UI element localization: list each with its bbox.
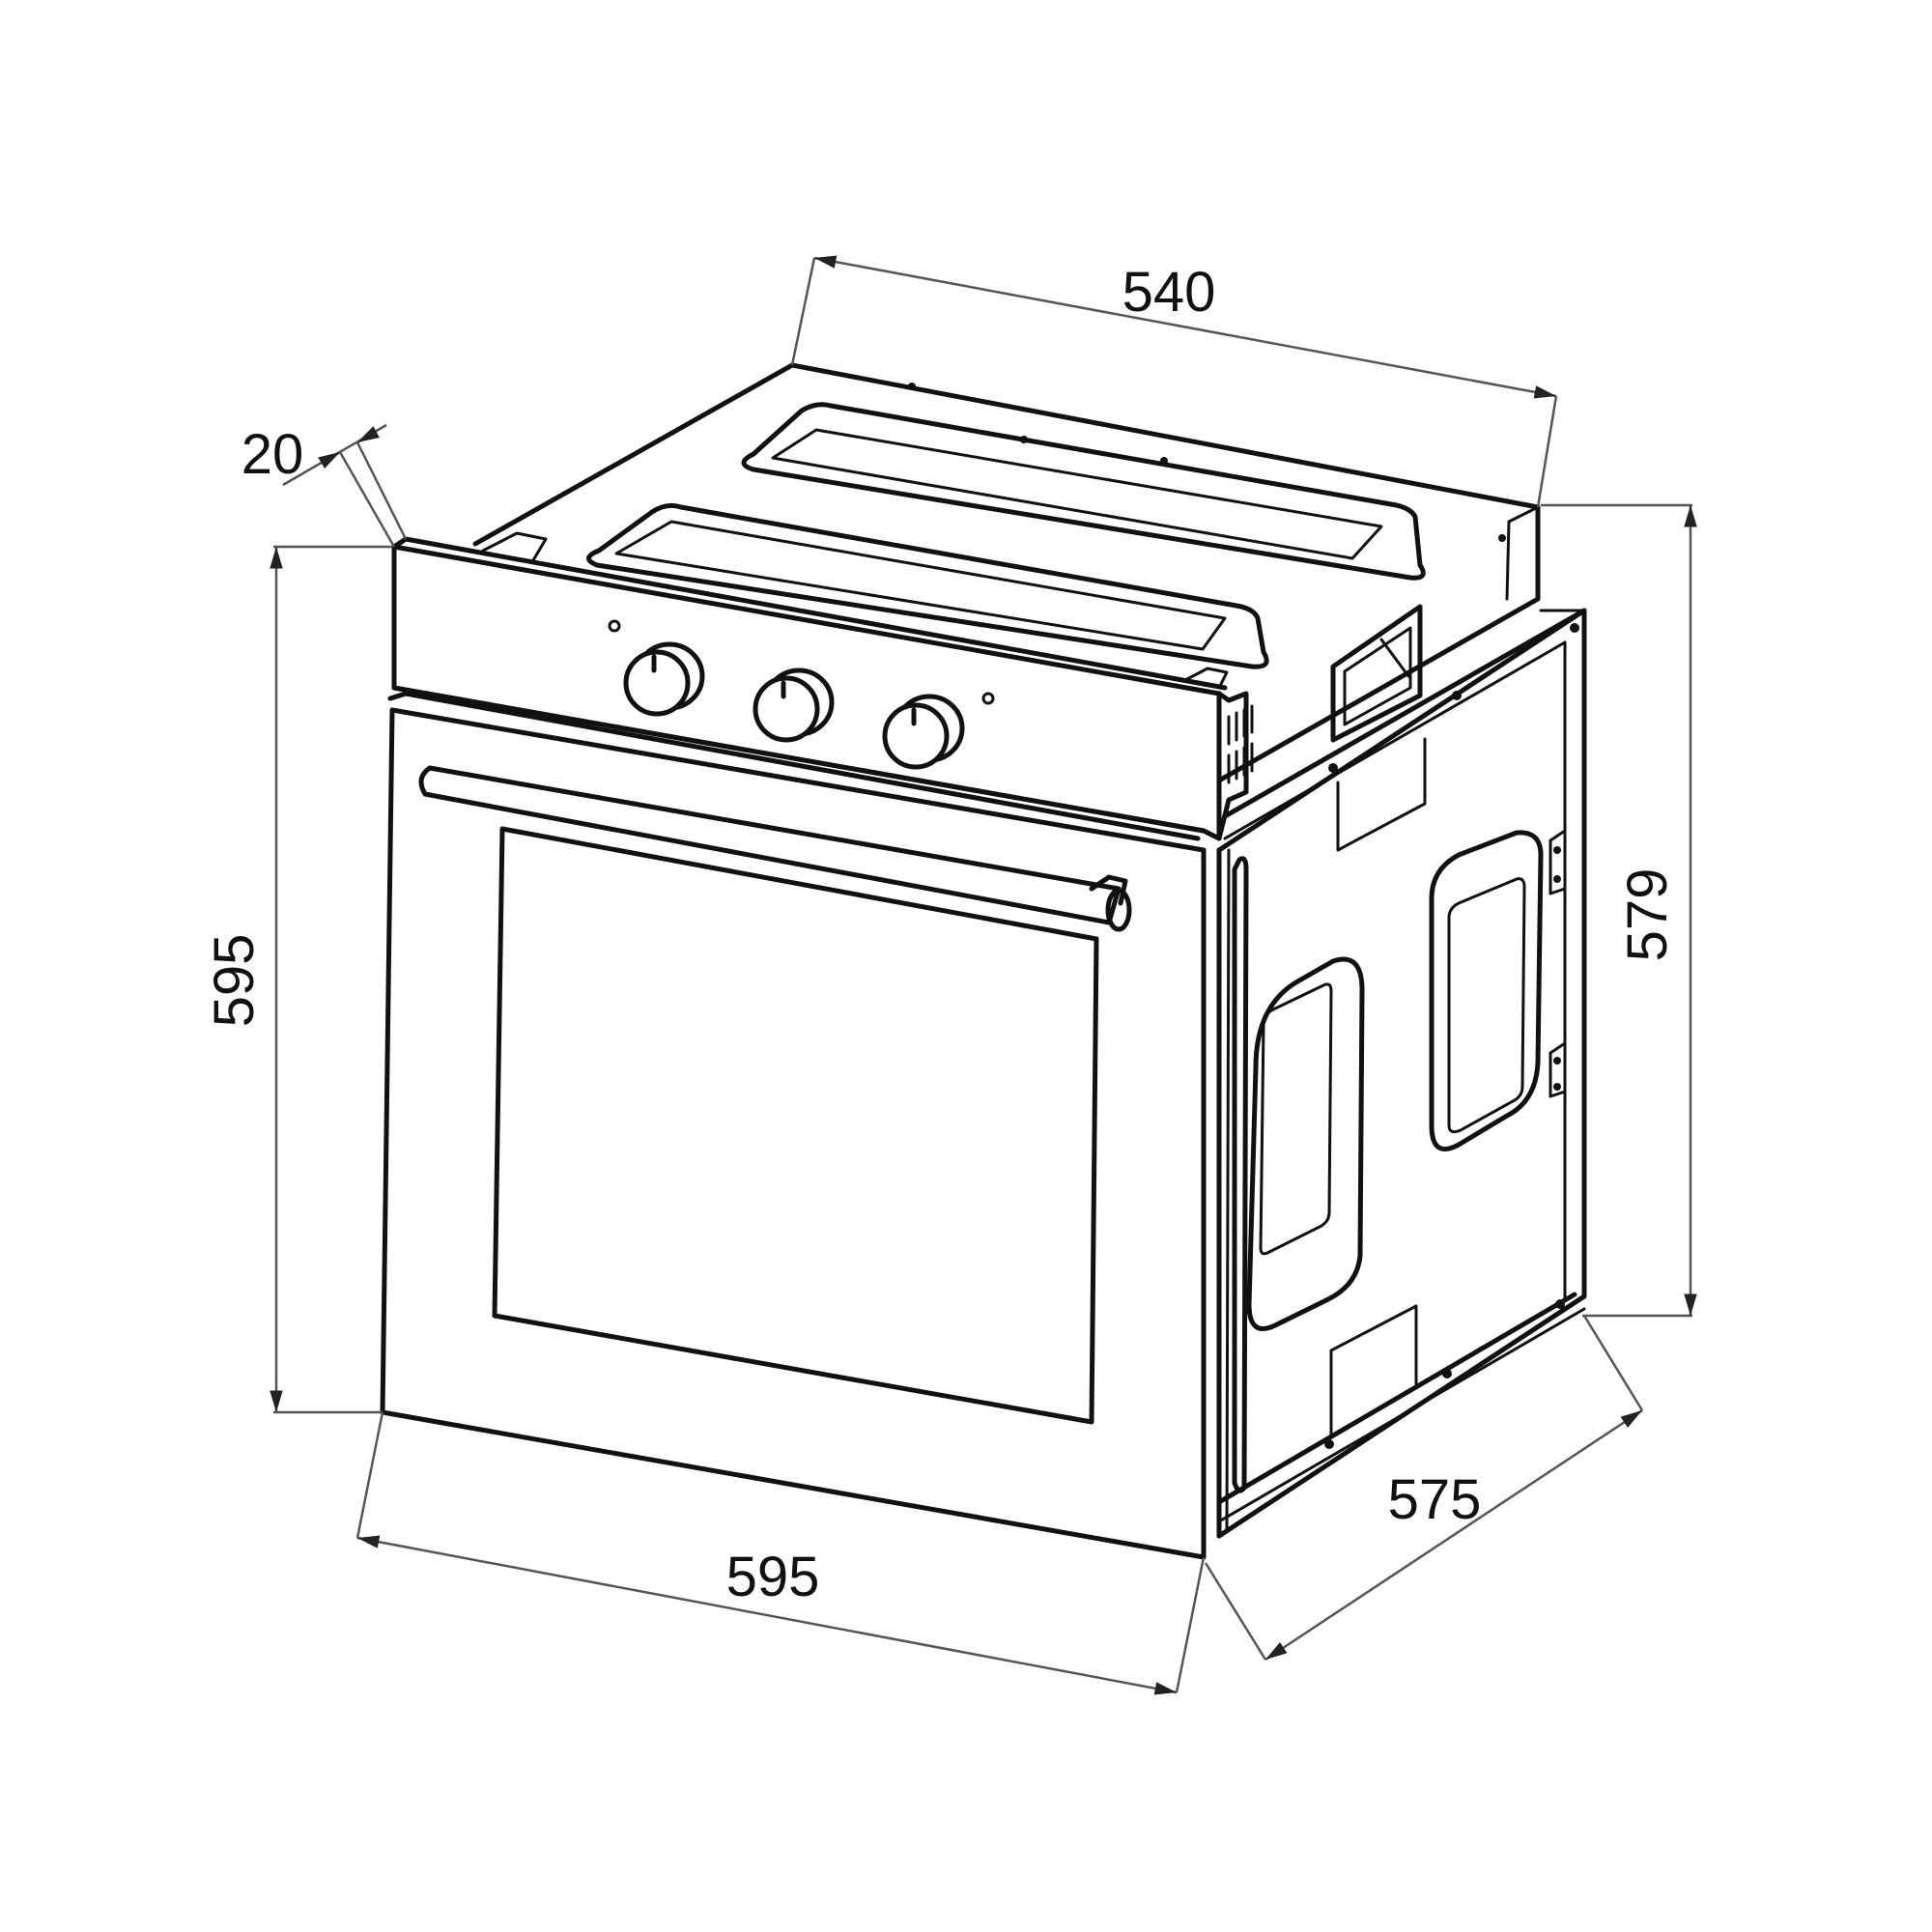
oven-door (380, 691, 1207, 1560)
dimension-579: 579 (1541, 503, 1697, 1318)
control-knob-1[interactable] (623, 641, 705, 717)
oven-top-surface (472, 362, 1586, 783)
svg-text:540: 540 (1122, 261, 1216, 324)
control-knob-3[interactable] (882, 694, 965, 770)
door-window (492, 826, 1099, 1425)
dimension-540: 540 (790, 255, 1558, 508)
svg-text:595: 595 (726, 1546, 820, 1608)
control-panel (391, 536, 1423, 841)
side-carry-handle (1330, 604, 1423, 743)
indicator-light-left (608, 619, 621, 633)
svg-text:595: 595 (203, 934, 266, 1028)
svg-text:579: 579 (1616, 868, 1679, 962)
dimension-595-height: 595 (203, 545, 392, 1414)
dimension-595-width: 595 (355, 1411, 1206, 1695)
svg-text:20: 20 (242, 423, 304, 486)
dimension-20: 20 (242, 423, 408, 548)
side-vent-slots (1227, 704, 1254, 784)
svg-text:575: 575 (1388, 1468, 1482, 1531)
control-knob-2[interactable] (753, 668, 835, 743)
dimension-575: 575 (1204, 1315, 1644, 1662)
indicator-light-right (981, 692, 995, 705)
door-handle[interactable] (418, 765, 1132, 932)
